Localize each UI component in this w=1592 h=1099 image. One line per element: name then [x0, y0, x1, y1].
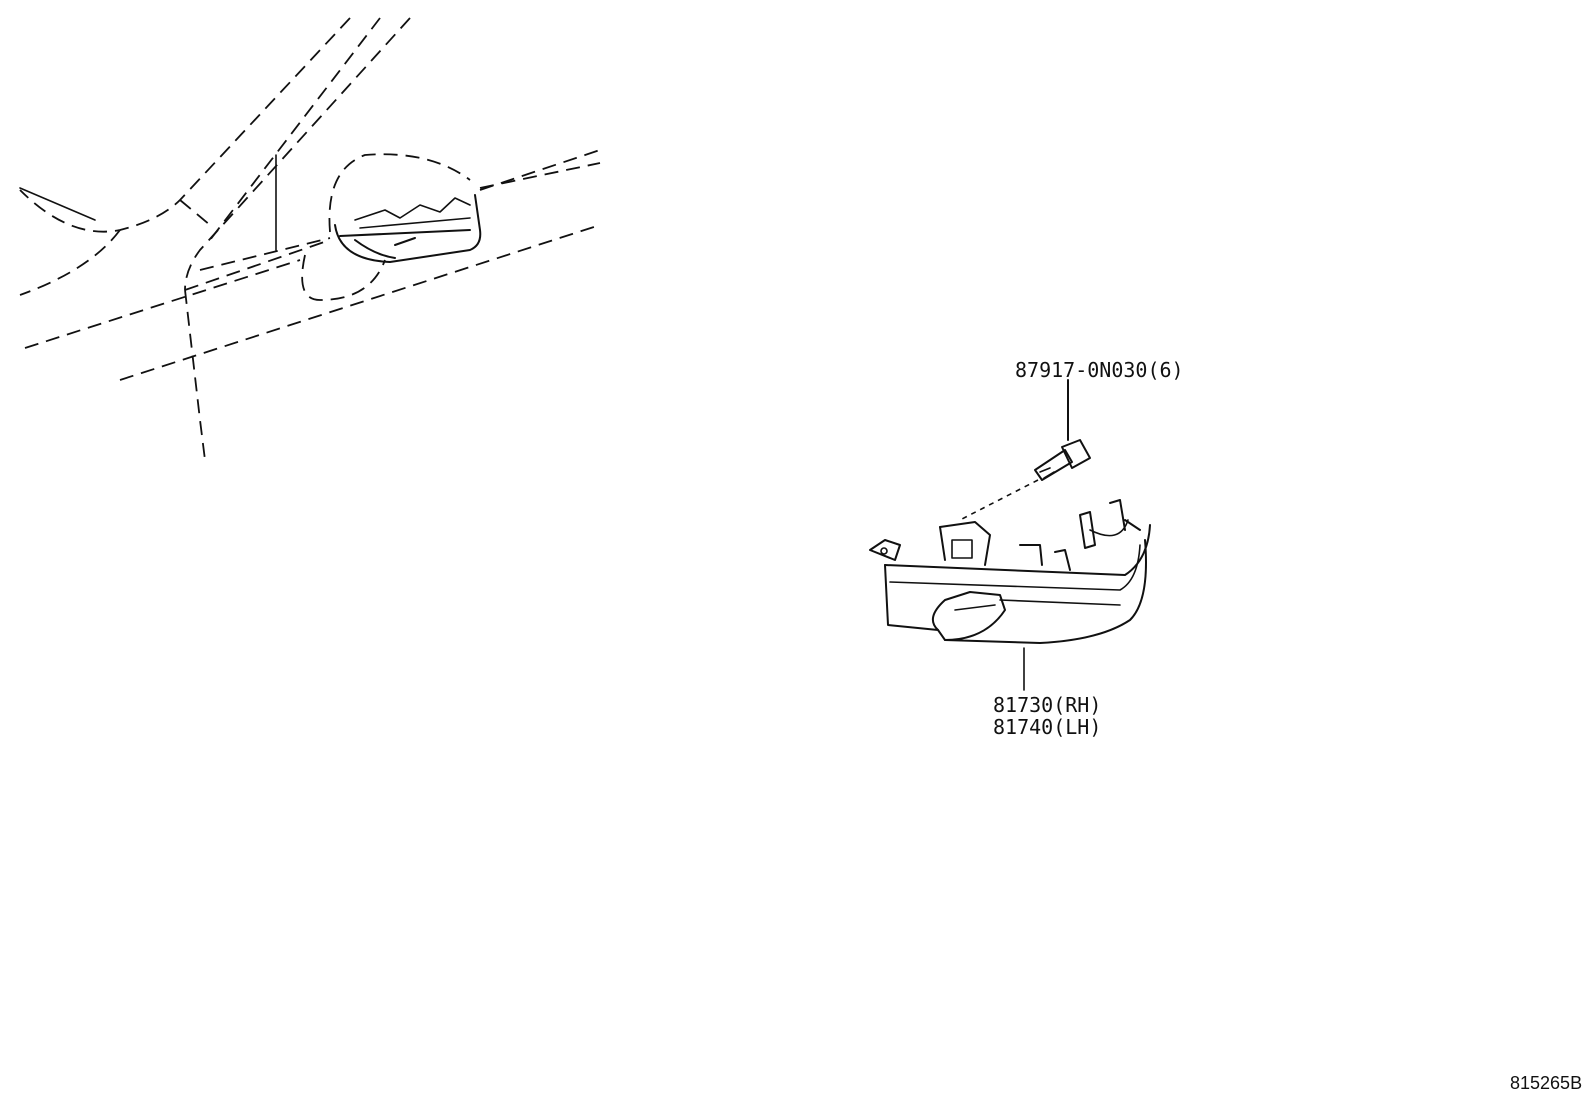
- lamp-rh-part-number: 81730(RH): [993, 693, 1101, 717]
- screw-icon: [959, 379, 1091, 521]
- side-turn-signal-lamp-illustration: [869, 499, 1151, 691]
- screw-part-number: 87917-0N030(6): [1015, 358, 1184, 382]
- diagram-code: 815265B: [1510, 1073, 1582, 1093]
- door-mirror-overview-illustration: [19, 17, 601, 461]
- lamp-lh-part-number: 81740(LH): [993, 715, 1101, 739]
